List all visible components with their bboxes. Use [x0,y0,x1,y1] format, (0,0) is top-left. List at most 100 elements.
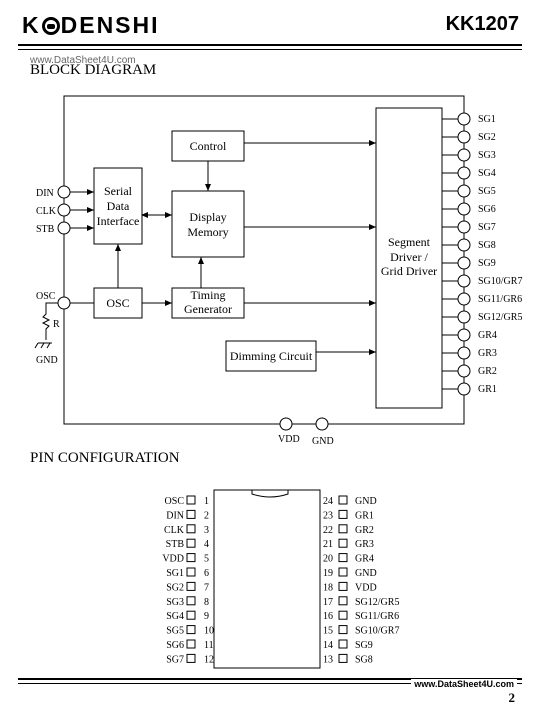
package-pin-left [186,567,196,577]
driver-output-pin [457,328,471,342]
package-pin-number-right: 22 [323,525,333,536]
driver-output-pin [457,166,471,180]
driver-output-label: SG11/GR6 [478,294,522,305]
package-pin-right [338,524,348,534]
package-pin-right [338,567,348,577]
gnd-label: GND [312,436,334,447]
block-diagram-heading: BLOCK DIAGRAM [30,62,157,78]
package-pin-number-left: 2 [204,510,209,521]
segment-driver-block [375,107,443,409]
stb-label: STB [36,224,55,235]
package-pin-number-right: 13 [323,654,333,665]
package-pin-name-left: SG3 [166,597,184,608]
driver-output-label: SG5 [478,186,496,197]
package-pin-name-left: VDD [162,554,184,565]
driver-output-pin [457,292,471,306]
package-pin-number-right: 16 [323,611,333,622]
clk-label: CLK [36,206,57,217]
package-pin-right [338,538,348,548]
package-pin-name-right: GR2 [355,525,374,536]
header-rule [18,44,522,46]
display-label-2: Memory [187,225,228,239]
package-pin-number-left: 5 [204,554,209,565]
logo-mark-icon [41,16,60,35]
driver-output-pin [457,364,471,378]
package-pin-number-left: 12 [204,654,214,665]
driver-output-label: GR1 [478,384,497,395]
driver-output-label: SG8 [478,240,496,251]
package-pin-name-left: SG4 [166,611,184,622]
serial-interface-block [93,167,143,245]
driver-label-1: Segment [388,235,431,249]
timing-label-1: Timing [191,288,226,302]
driver-output-pin [457,346,471,360]
driver-output-label: SG3 [478,150,496,161]
serial-label-2: Data [107,199,130,213]
package-pin-left [186,653,196,663]
logo-text-left: K [22,12,41,38]
package-pin-number-left: 11 [204,640,214,651]
gnd-pin [315,417,329,431]
driver-output-pin [457,148,471,162]
package-pin-name-right: GND [355,496,377,507]
resistor-symbol [41,302,58,340]
dimming-circuit-block [225,340,317,372]
package-pin-left [186,610,196,620]
package-pin-number-right: 19 [323,568,333,579]
driver-output-pin [457,274,471,288]
package-pin-name-right: GR4 [355,554,374,565]
package-pin-number-right: 24 [323,496,333,507]
driver-output-pin [457,220,471,234]
package-pin-number-left: 7 [204,582,209,593]
package-pin-number-right: 14 [323,640,333,651]
package-pin-number-right: 17 [323,597,333,608]
package-pin-right [338,610,348,620]
package-pin-right [338,581,348,591]
package-pin-number-left: 6 [204,568,209,579]
package-pin-left [186,596,196,606]
driver-output-pin [457,310,471,324]
page-number: 2 [508,690,516,705]
stb-pin [57,221,71,235]
package-pin-right [338,596,348,606]
package-pin-name-left: OSC [165,496,185,507]
driver-output-label: SG4 [478,168,496,179]
pin-configuration-heading: PIN CONFIGURATION [30,450,180,466]
driver-output-label: GR2 [478,366,497,377]
driver-output-label: GR3 [478,348,497,359]
package-pin-number-right: 21 [323,539,333,550]
package-pin-left [186,581,196,591]
package-pin-number-left: 1 [204,496,209,507]
driver-label-2: Driver / [390,250,428,264]
ground-label: GND [36,355,58,366]
package-pin-right [338,495,348,505]
vdd-pin [279,417,293,431]
package-pin-left [186,538,196,548]
package-pin-number-right: 18 [323,582,333,593]
osc-pin-label: OSC [36,291,56,302]
driver-output-pin [457,238,471,252]
package-pin-right [338,625,348,635]
driver-output-pin [457,184,471,198]
package-pin-name-left: SG6 [166,640,184,651]
driver-output-label: SG1 [478,114,496,125]
driver-output-pin [457,382,471,396]
package-pin-name-left: STB [166,539,185,550]
package-pin-name-right: GND [355,568,377,579]
driver-output-label: SG2 [478,132,496,143]
package-pin-name-right: SG9 [355,640,373,651]
package-pin-left [186,509,196,519]
timing-generator-block [171,287,245,319]
package-pin-right [338,653,348,663]
part-number: KK1207 [445,13,519,35]
driver-output-label: SG9 [478,258,496,269]
package-pin-number-right: 23 [323,510,333,521]
driver-output-label: GR4 [478,330,497,341]
package-pin-number-left: 10 [204,626,214,637]
package-right-pins: GND24GR123GR222GR321GR420GND19VDD18SG12/… [323,495,399,665]
control-block [171,130,245,162]
company-logo: K DENSHI [22,12,160,39]
package-pin-left [186,639,196,649]
package-pin-number-left: 3 [204,525,209,536]
package-pin-right [338,509,348,519]
